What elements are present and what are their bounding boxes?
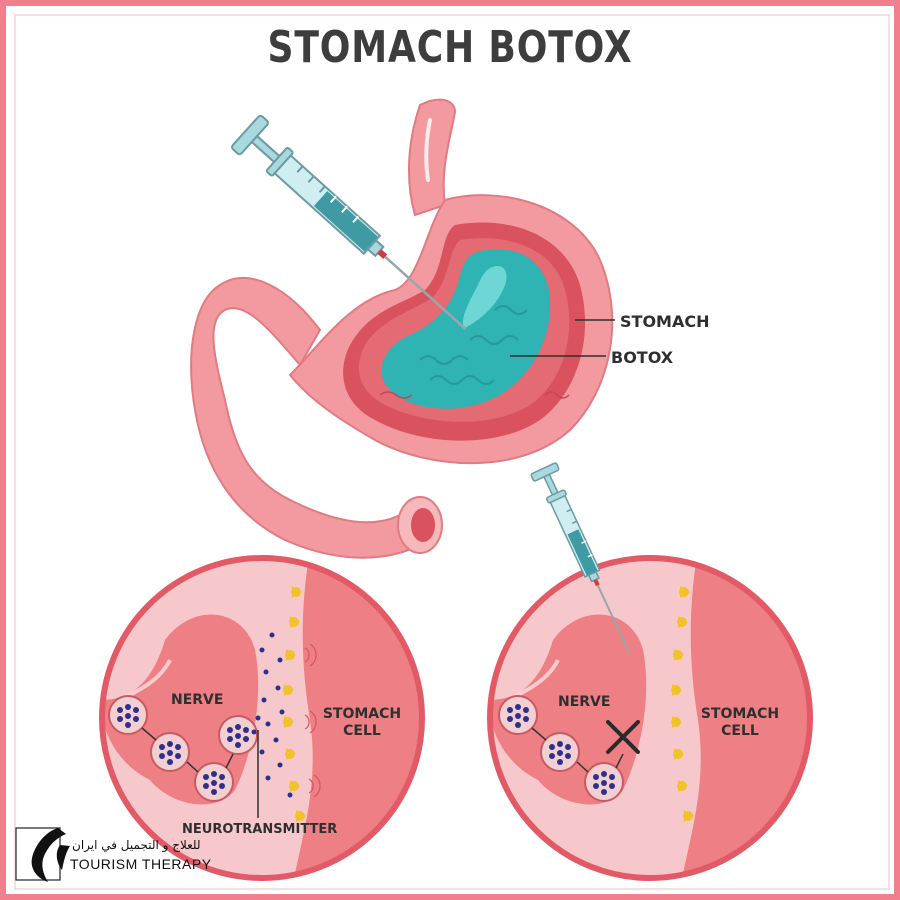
- neurotransmitter-dots: [251, 632, 293, 798]
- stomach-label: STOMACH: [620, 312, 710, 331]
- neurotransmitter-label: NEUROTRANSMITTER: [182, 822, 338, 837]
- right-stomach-cell: [678, 558, 810, 878]
- left-receptors: [283, 586, 306, 822]
- blocked-x-icon: [606, 720, 640, 754]
- brand-logo-icon: [15, 827, 70, 882]
- left-stomach-cell: [290, 558, 422, 878]
- intestine-lumen: [411, 508, 435, 542]
- stomach-cell-label-left: STOMACH CELL: [322, 706, 402, 739]
- right-receptors: [671, 586, 694, 822]
- stomach-cell-label-right: STOMACH CELL: [700, 706, 780, 739]
- botox-label: BOTOX: [611, 348, 674, 367]
- nerve-label-left: NERVE: [171, 692, 224, 708]
- brand-english-text: TOURISM THERAPY: [70, 856, 212, 872]
- small-syringe: [530, 462, 631, 654]
- left-vesicles: [108, 695, 258, 802]
- right-nerve-body: [490, 614, 647, 805]
- right-detail-circle: [487, 555, 813, 881]
- botox-highlight: [462, 265, 507, 328]
- right-vesicles: [498, 695, 624, 802]
- brand-arabic-text: للعلاج و التجميل في ايران: [72, 838, 201, 852]
- main-syringe: [231, 114, 467, 330]
- left-nerve-body: [102, 614, 259, 805]
- botox-blob: [381, 249, 551, 409]
- nerve-label-right: NERVE: [558, 694, 611, 710]
- signal-arcs: [304, 643, 321, 798]
- page-title: STOMACH BOTOX: [267, 22, 633, 73]
- poster-inner-border: [14, 14, 890, 890]
- stomach-illustration: [190, 98, 615, 559]
- left-detail-circle: [99, 555, 425, 881]
- esophagus: [408, 98, 457, 217]
- intestine: [190, 276, 422, 559]
